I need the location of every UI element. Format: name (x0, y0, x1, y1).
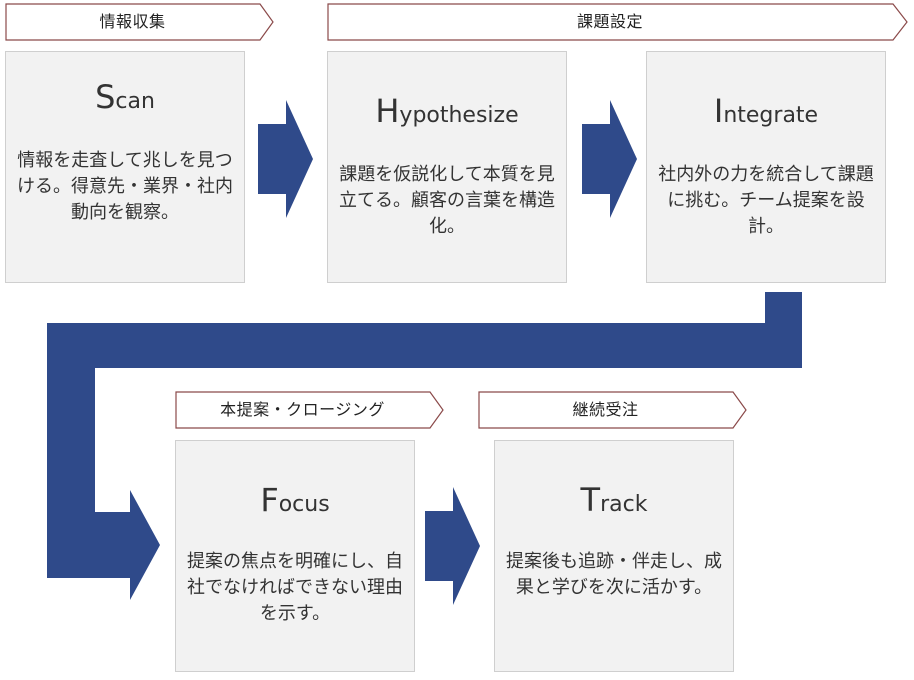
step-title-track: Track (495, 481, 733, 519)
phase-tag-continuation: 継続受注 (478, 391, 748, 429)
phase-label-issue: 課題設定 (576, 12, 643, 31)
step-initial-hypothesize: H (375, 92, 400, 130)
step-initial-focus: F (260, 481, 279, 519)
arrow-focus-to-track (425, 487, 480, 605)
step-rest-integrate: ntegrate (723, 103, 819, 128)
step-description-scan: 情報を走査して兆しを見つける。得意先・業界・社内動向を観察。 (17, 150, 233, 223)
step-rest-scan: can (115, 89, 155, 114)
step-box-focus: Focus 提案の焦点を明確にし、自社でなければできない理由を示す。 (175, 440, 415, 672)
step-description-integrate: 社内外の力を統合して課題に挑む。チーム提案を設計。 (658, 164, 874, 237)
phase-label-continuation: 継続受注 (572, 400, 639, 419)
step-title-hypothesize: Hypothesize (328, 92, 566, 130)
connector-arrow-path (47, 292, 802, 600)
phase-tag-info: 情報収集 (5, 3, 275, 41)
step-box-track: Track 提案後も追跡・伴走し、成果と学びを次に活かす。 (494, 440, 734, 672)
step-box-hypothesize: Hypothesize 課題を仮説化して本質を見立てる。顧客の言葉を構造化。 (327, 51, 567, 283)
step-initial-track: T (580, 481, 601, 519)
step-title-scan: Scan (6, 78, 244, 116)
step-rest-focus: ocus (278, 492, 330, 517)
phase-tag-proposal: 本提案・クロージング (175, 391, 445, 429)
phase-label-info: 情報収集 (99, 12, 166, 31)
step-box-scan: Scan 情報を走査して兆しを見つける。得意先・業界・社内動向を観察。 (5, 51, 245, 283)
step-initial-scan: S (95, 78, 116, 116)
step-description-focus: 提案の焦点を明確にし、自社でなければできない理由を示す。 (187, 551, 403, 624)
step-rest-hypothesize: ypothesize (399, 103, 519, 128)
step-box-integrate: Integrate 社内外の力を統合して課題に挑む。チーム提案を設計。 (646, 51, 886, 283)
step-description-track: 提案後も追跡・伴走し、成果と学びを次に活かす。 (506, 551, 722, 598)
phase-tag-issue: 課題設定 (327, 3, 909, 41)
step-title-focus: Focus (176, 481, 414, 519)
step-initial-integrate: I (713, 92, 724, 130)
step-title-integrate: Integrate (647, 92, 885, 130)
phase-label-proposal: 本提案・クロージング (220, 400, 385, 419)
step-rest-track: rack (600, 492, 648, 517)
step-description-hypothesize: 課題を仮説化して本質を見立てる。顧客の言葉を構造化。 (339, 164, 555, 237)
arrow-hypothesize-to-integrate (582, 100, 637, 218)
arrow-scan-to-hypothesize (258, 100, 313, 218)
